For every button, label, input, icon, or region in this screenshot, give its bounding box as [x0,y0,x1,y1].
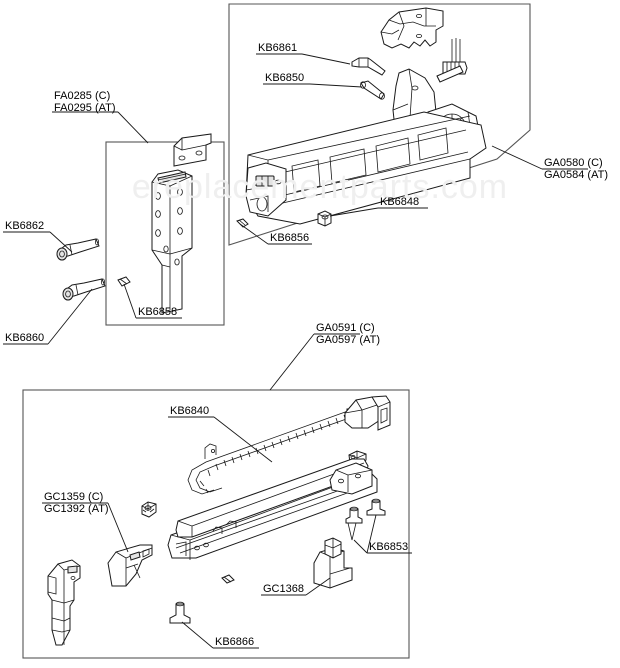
leader-ga0591 [269,333,360,391]
callout-kb6856-line1: KB6856 [270,232,310,244]
part-magazine-rail [245,111,487,225]
lower-assembly-box [22,389,410,659]
leader-kb6861 [256,53,351,65]
callout-kb6866-line1: KB6866 [215,636,255,648]
callout-ga0591-line2: GA0597 (AT) [316,334,380,346]
leader-kb6858 [123,283,182,319]
part-kb6853-rivet-b [366,498,386,516]
callout-kb6853-line1: KB6853 [369,541,409,553]
part-spring-clip [436,38,468,83]
callout-kb6858-line1: KB6858 [138,306,178,318]
callout-ga0580-line2: GA0584 (AT) [544,169,608,181]
callout-kb6840: KB6840 [170,405,209,417]
part-kb6866-rivet [169,601,191,624]
callout-kb6860: KB6860 [5,332,44,344]
callout-kb6862-line1: KB6862 [5,220,45,232]
callout-kb6866: KB6866 [215,636,254,648]
part-lower-rail [167,458,378,560]
callout-fa0285-line2: FA0295 (AT) [54,102,116,114]
callout-gc1359: GC1359 (C)GC1392 (AT) [44,491,109,515]
callout-kb6840-line1: KB6840 [170,405,210,417]
callout-gc1368: GC1368 [263,583,304,595]
callout-kb6850: KB6850 [265,72,304,84]
leader-kb6840 [168,416,273,463]
upper-assembly-artwork [236,7,487,228]
callout-kb6848-line1: KB6848 [380,196,420,208]
part-gc1359-bracket [107,544,153,587]
callout-kb6862: KB6862 [5,220,44,232]
part-bracket-arm [151,169,193,314]
part-middle-pin [221,574,235,584]
bracket-box [105,141,225,326]
callout-gc1359-line2: GC1392 (AT) [44,503,109,515]
callout-ga0580: GA0580 (C)GA0584 (AT) [544,157,608,181]
part-gc1368-clip [313,537,353,589]
leader-kb6860 [3,288,93,345]
callout-fa0285-line1: FA0285 (C) [54,90,111,102]
lower-assembly-artwork [47,395,391,646]
loose-screws [56,238,106,301]
bracket-artwork [117,133,212,314]
callout-ga0591-line1: GA0591 (C) [316,322,375,334]
part-lower-nut [141,501,157,518]
callout-kb6860-line1: KB6860 [5,332,45,344]
callout-kb6858: KB6858 [138,306,177,318]
part-kb6853-rivet-a [345,506,363,541]
leader-ga0580 [491,145,588,170]
callout-ga0591: GA0591 (C)GA0597 (AT) [316,322,380,346]
part-kb6848-nut [317,210,332,227]
callout-fa0285: FA0285 (C)FA0295 (AT) [54,90,116,114]
leader-kb6850 [263,83,363,88]
leader-gc1359 [42,502,129,553]
leader-kb6853 [353,514,412,554]
part-housing-block [344,395,391,431]
callout-kb6861-line1: KB6861 [258,42,298,54]
leader-fa0285 [52,111,149,144]
part-plate [173,133,212,167]
callout-kb6853: KB6853 [369,541,408,553]
callout-kb6856: KB6856 [270,232,309,244]
part-kb6850-pin [360,80,385,100]
callout-kb6861: KB6861 [258,42,297,54]
leader-lines [3,53,588,649]
part-kb6862-screw [56,238,100,261]
upper-assembly-box [228,3,531,246]
leader-kb6862 [3,231,73,253]
part-kb6858-pin [117,276,131,287]
callout-kb6850-line1: KB6850 [265,72,305,84]
callout-ga0580-line1: GA0580 (C) [544,157,603,169]
leader-gc1368 [261,577,331,596]
leader-kb6848 [329,207,428,217]
part-driver-blade [47,559,81,646]
callout-gc1359-line1: GC1359 (C) [44,491,104,503]
callout-gc1368-line1: GC1368 [263,583,304,595]
leader-kb6856 [239,223,312,245]
part-kb6860-screw [62,278,106,301]
part-latch [380,7,444,49]
leader-kb6866 [181,621,259,649]
part-kb6861-pin [351,57,386,76]
callout-kb6848: KB6848 [380,196,419,208]
